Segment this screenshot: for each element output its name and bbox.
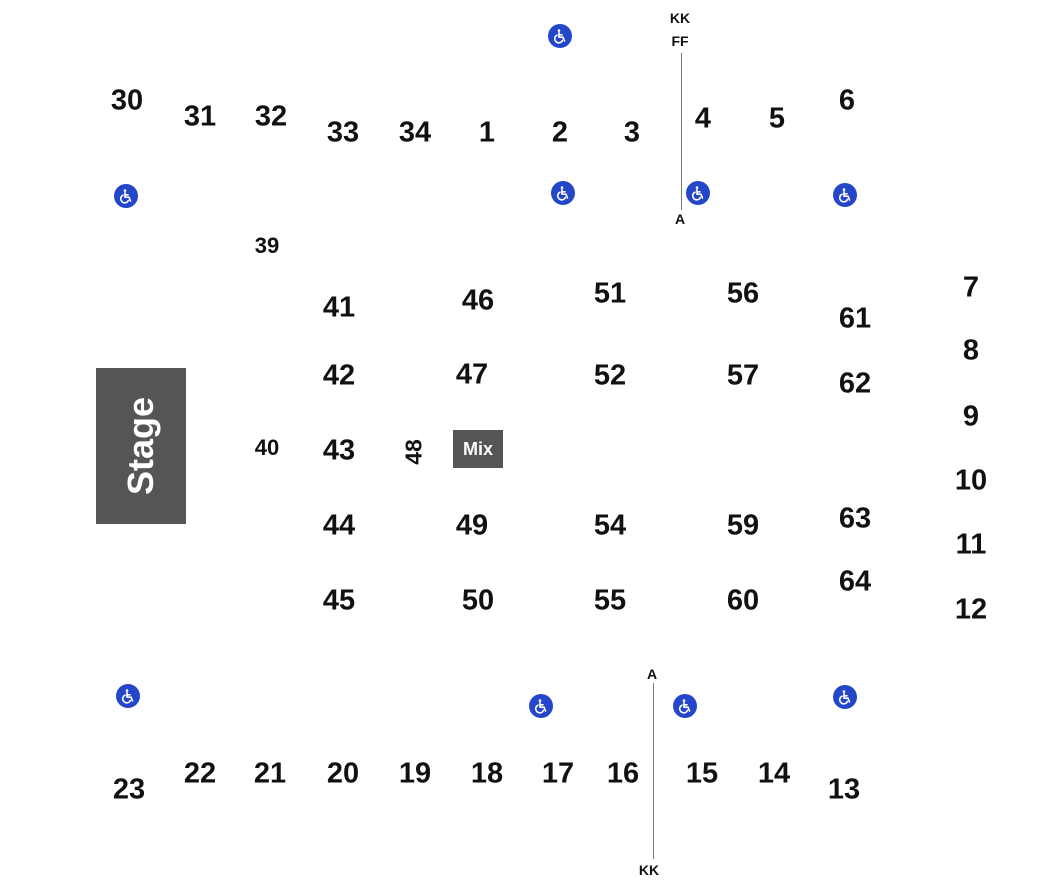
section-48[interactable]: 48	[400, 439, 427, 465]
section-4[interactable]: 4	[694, 102, 712, 135]
section-42[interactable]: 42	[322, 359, 356, 392]
section-1[interactable]: 1	[478, 116, 496, 149]
wheelchair-accessible-icon	[686, 181, 710, 205]
row-label-a-south: A	[646, 666, 658, 682]
wheelchair-accessible-icon	[529, 694, 553, 718]
section-56[interactable]: 56	[726, 277, 760, 310]
section-5[interactable]: 5	[768, 102, 786, 135]
section-59[interactable]: 59	[726, 509, 760, 542]
section-50[interactable]: 50	[461, 584, 495, 617]
section-14[interactable]: 14	[757, 757, 791, 790]
section-61[interactable]: 61	[838, 302, 872, 335]
section-60[interactable]: 60	[726, 584, 760, 617]
wheelchair-accessible-icon	[673, 694, 697, 718]
section-7[interactable]: 7	[962, 271, 980, 304]
wheelchair-accessible-icon	[833, 685, 857, 709]
section-62[interactable]: 62	[838, 367, 872, 400]
row-label-kk-south: KK	[638, 862, 660, 878]
section-47[interactable]: 47	[455, 358, 489, 391]
row-label-a-north: A	[674, 211, 686, 227]
row-label-kk-north: KK	[669, 10, 691, 26]
wheelchair-accessible-icon	[548, 24, 572, 48]
section-21[interactable]: 21	[253, 757, 287, 790]
section-52[interactable]: 52	[593, 359, 627, 392]
section-23[interactable]: 23	[112, 773, 146, 806]
section-40[interactable]: 40	[254, 435, 280, 460]
section-3[interactable]: 3	[623, 116, 641, 149]
wheelchair-accessible-icon	[116, 684, 140, 708]
row-label-ff-north: FF	[671, 33, 689, 49]
section-22[interactable]: 22	[183, 757, 217, 790]
section-46[interactable]: 46	[461, 284, 495, 317]
section-12[interactable]: 12	[954, 593, 988, 626]
section-41[interactable]: 41	[322, 291, 356, 324]
wheelchair-accessible-icon	[551, 181, 575, 205]
section-18[interactable]: 18	[470, 757, 504, 790]
wheelchair-accessible-icon	[114, 184, 138, 208]
stage-label: Stage	[120, 396, 162, 496]
section-8[interactable]: 8	[962, 334, 980, 367]
section-51[interactable]: 51	[593, 277, 627, 310]
section-16[interactable]: 16	[606, 757, 640, 790]
section-64[interactable]: 64	[838, 565, 872, 598]
section-6[interactable]: 6	[838, 84, 856, 117]
section-63[interactable]: 63	[838, 502, 872, 535]
wheelchair-accessible-icon	[833, 183, 857, 207]
section-31[interactable]: 31	[183, 100, 217, 133]
section-30[interactable]: 30	[110, 84, 144, 117]
section-20[interactable]: 20	[326, 757, 360, 790]
stage[interactable]: Stage	[96, 368, 186, 524]
section-49[interactable]: 49	[455, 509, 489, 542]
section-32[interactable]: 32	[254, 100, 288, 133]
section-9[interactable]: 9	[962, 400, 980, 433]
section-43[interactable]: 43	[322, 434, 356, 467]
section-44[interactable]: 44	[322, 509, 356, 542]
section-33[interactable]: 33	[326, 116, 360, 149]
section-10[interactable]: 10	[954, 464, 988, 497]
section-45[interactable]: 45	[322, 584, 356, 617]
aisle-line-south	[653, 683, 654, 859]
section-15[interactable]: 15	[685, 757, 719, 790]
mix-position[interactable]: Mix	[453, 430, 503, 468]
section-57[interactable]: 57	[726, 359, 760, 392]
aisle-line-north	[681, 53, 682, 210]
section-17[interactable]: 17	[541, 757, 575, 790]
section-55[interactable]: 55	[593, 584, 627, 617]
section-13[interactable]: 13	[827, 773, 861, 806]
section-34[interactable]: 34	[398, 116, 432, 149]
section-39[interactable]: 39	[254, 233, 280, 258]
section-54[interactable]: 54	[593, 509, 627, 542]
section-19[interactable]: 19	[398, 757, 432, 790]
section-2[interactable]: 2	[551, 116, 569, 149]
section-11[interactable]: 11	[955, 528, 987, 561]
